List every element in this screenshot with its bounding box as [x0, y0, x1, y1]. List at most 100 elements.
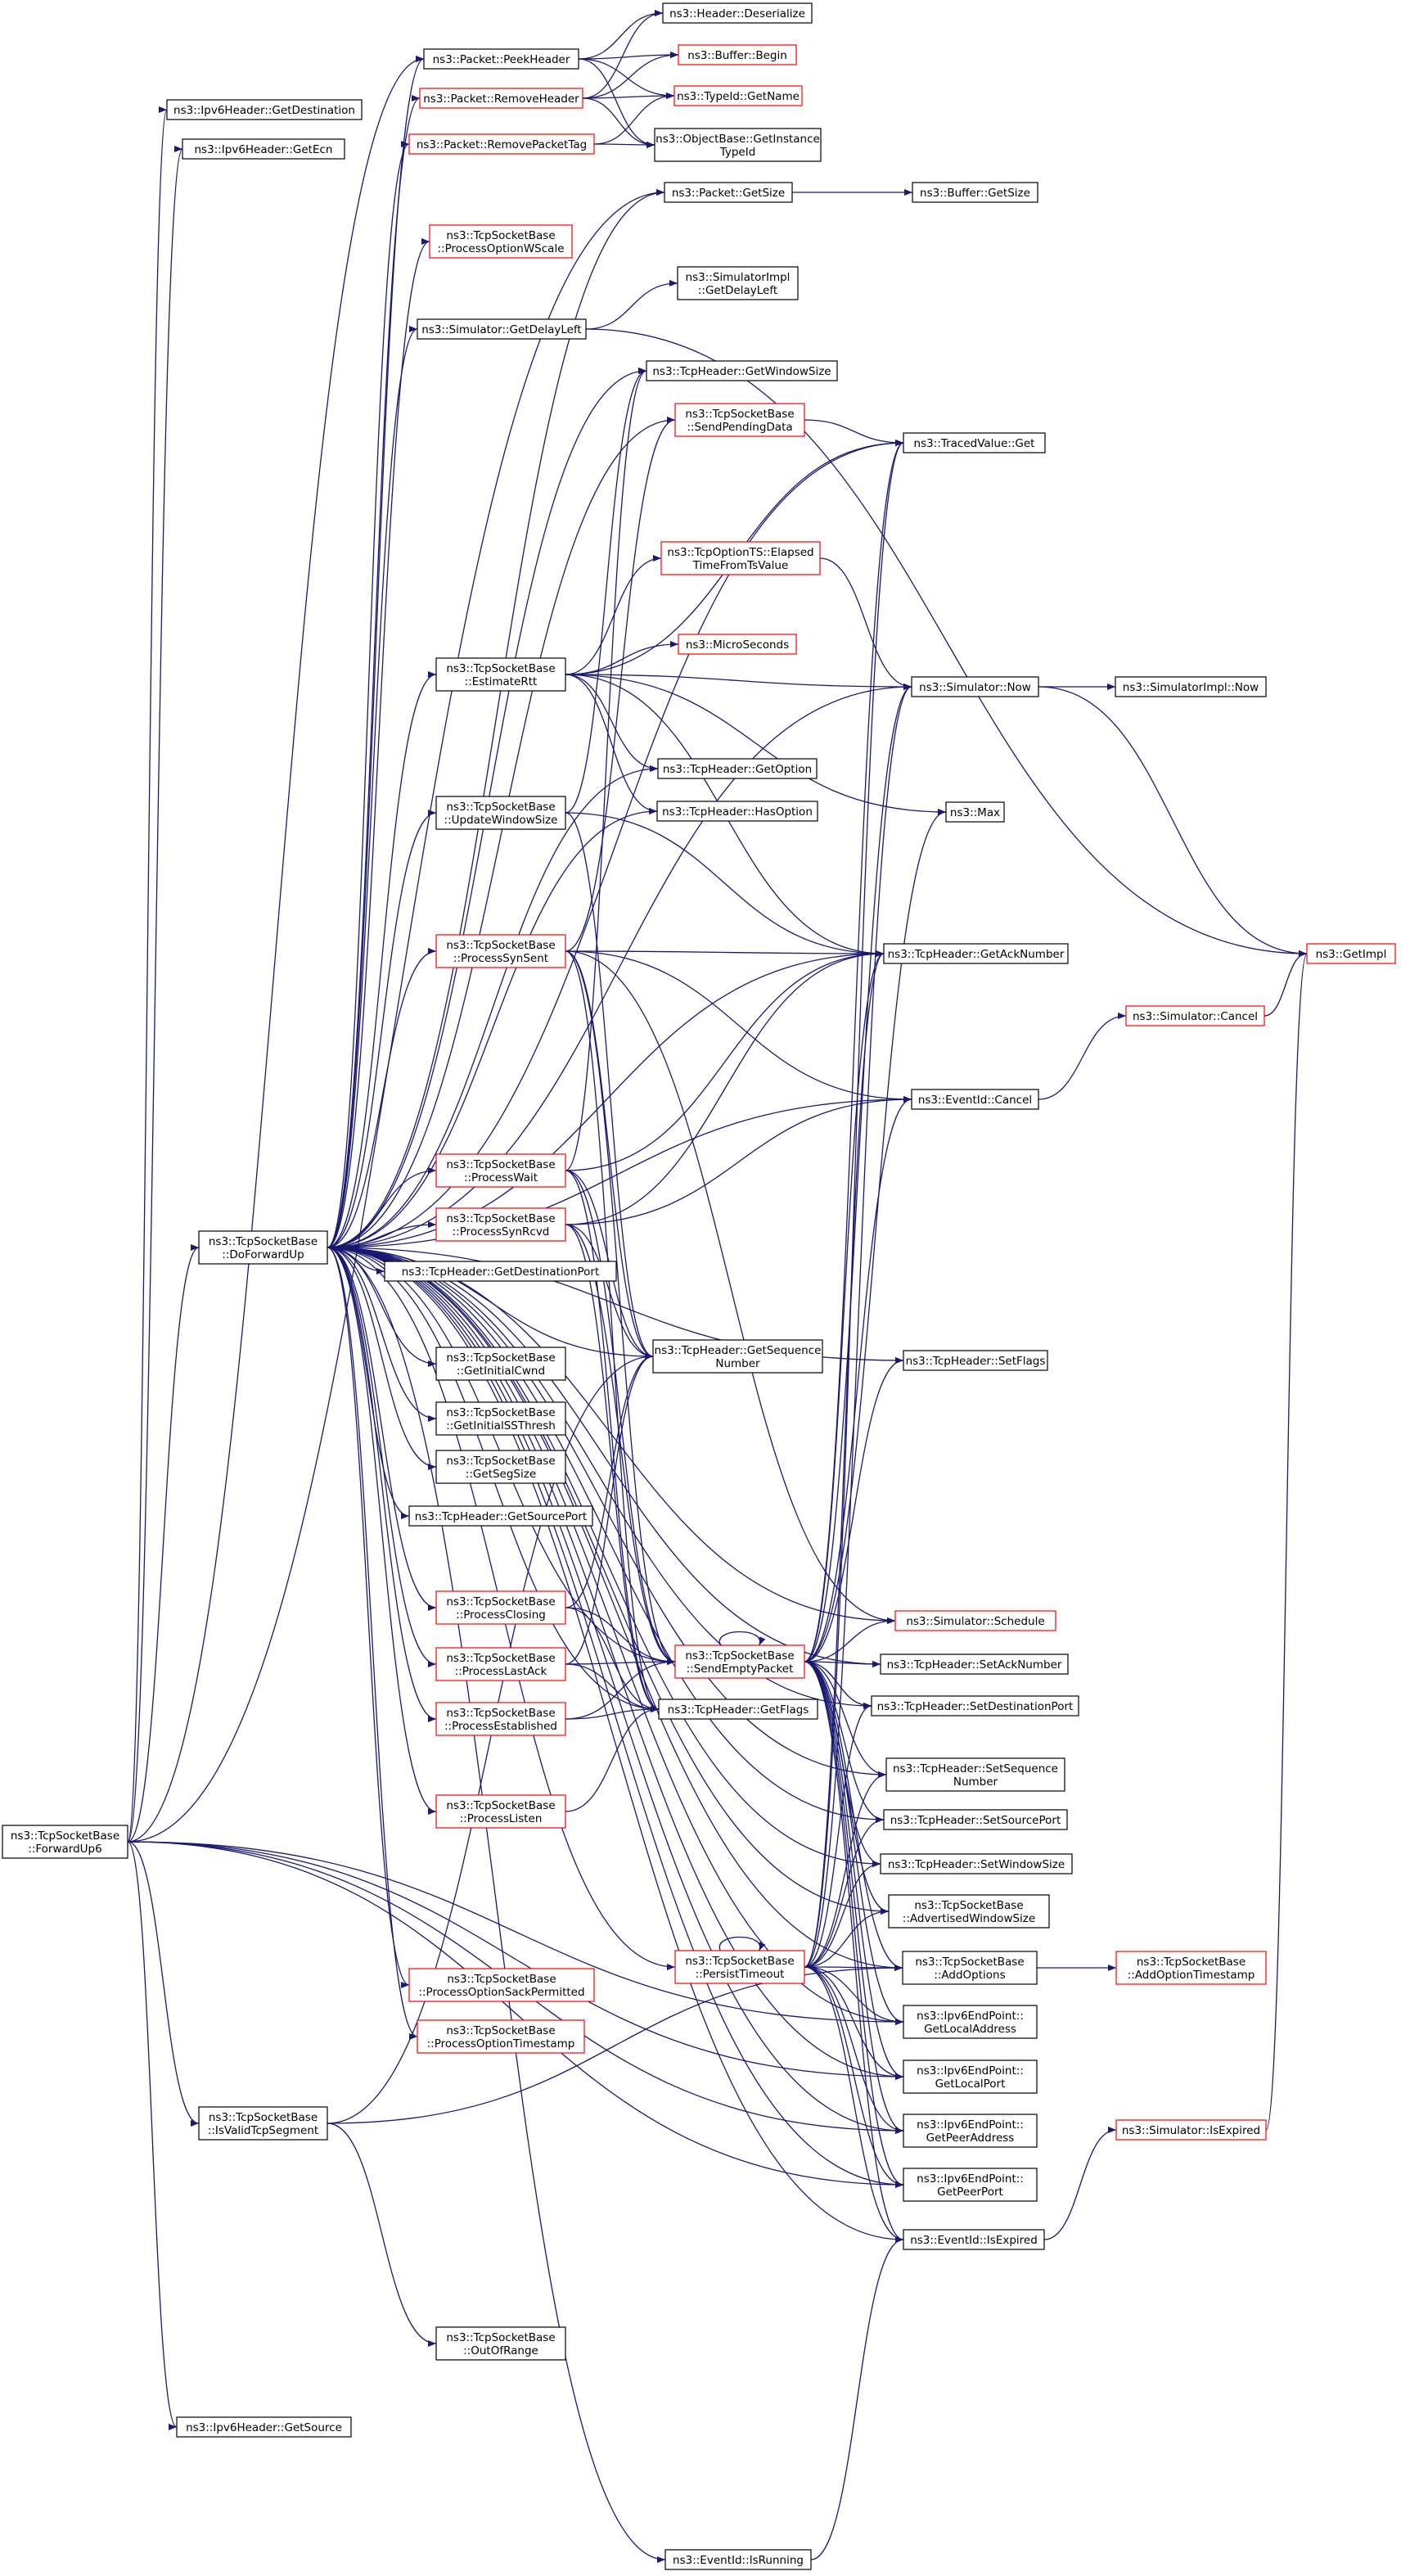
- node-hasoption[interactable]: ns3::TcpHeader::HasOption: [656, 801, 818, 822]
- call-edge-forwardup6-to-doforwardup: [127, 1244, 200, 1843]
- node-advertisedwindowsize[interactable]: ns3::TcpSocketBase::AdvertisedWindowSize: [888, 1894, 1050, 1929]
- node-getlocaladdress[interactable]: ns3::Ipv6EndPoint::GetLocalAddress: [903, 2005, 1038, 2039]
- call-edge-processsynrcvd-to-getacknumber: [565, 950, 885, 1225]
- node-processwait[interactable]: ns3::TcpSocketBase::ProcessWait: [435, 1153, 566, 1188]
- node-label-line: ns3::TypeId::GetName: [677, 90, 800, 103]
- node-estimatertt[interactable]: ns3::TcpSocketBase::EstimateRtt: [435, 657, 566, 692]
- call-edge-sendemptypacket-to-max: [804, 809, 947, 1662]
- node-label-line: ns3::TracedValue::Get: [914, 437, 1035, 450]
- node-box: [888, 1894, 1050, 1929]
- node-getsegsize[interactable]: ns3::TcpSocketBase::GetSegSize: [435, 1450, 566, 1484]
- node-processoptionwscale[interactable]: ns3::TcpSocketBase::ProcessOptionWScale: [429, 224, 573, 259]
- node-outofrange[interactable]: ns3::TcpSocketBase::OutOfRange: [435, 2326, 566, 2361]
- node-getimpl[interactable]: ns3::GetImpl: [1306, 943, 1396, 964]
- call-edge-doforwardup-to-removepackettag: [327, 141, 410, 1248]
- node-ipv6_getdestination[interactable]: ns3::Ipv6Header::GetDestination: [166, 99, 363, 120]
- node-simulator_getdelayleft[interactable]: ns3::Simulator::GetDelayLeft: [417, 318, 587, 340]
- node-box: [664, 2549, 812, 2570]
- node-setsourceport[interactable]: ns3::TcpHeader::SetSourcePort: [883, 1809, 1068, 1830]
- node-box: [435, 934, 566, 968]
- node-header_deserialize[interactable]: ns3::Header::Deserialize: [662, 2, 813, 24]
- node-simulator_cancel[interactable]: ns3::Simulator::Cancel: [1125, 1005, 1265, 1026]
- node-label-line: ::GetInitialCwnd: [457, 1365, 545, 1378]
- node-forwardup6[interactable]: ns3::TcpSocketBase::ForwardUp6: [2, 1825, 128, 1859]
- node-processlastack[interactable]: ns3::TcpSocketBase::ProcessLastAck: [435, 1647, 566, 1681]
- node-addoptions[interactable]: ns3::TcpSocketBase::AddOptions: [902, 1951, 1038, 1985]
- node-label-line: ns3::TcpSocketBase: [209, 2111, 318, 2124]
- node-setflags[interactable]: ns3::TcpHeader::SetFlags: [903, 1350, 1048, 1371]
- node-setacknumber[interactable]: ns3::TcpHeader::SetAckNumber: [880, 1653, 1069, 1675]
- node-packet_getsize[interactable]: ns3::Packet::GetSize: [664, 182, 793, 203]
- call-edge-persisttimeout-to-getlocalport: [804, 1966, 904, 2080]
- node-getoption[interactable]: ns3::TcpHeader::GetOption: [657, 758, 818, 779]
- node-buffer_getsize[interactable]: ns3::Buffer::GetSize: [912, 182, 1038, 203]
- node-processsynrcvd[interactable]: ns3::TcpSocketBase::ProcessSynRcvd: [435, 1207, 566, 1242]
- node-buffer_begin[interactable]: ns3::Buffer::Begin: [678, 44, 797, 65]
- node-persisttimeout[interactable]: ns3::TcpSocketBase::PersistTimeout: [674, 1950, 805, 1984]
- node-label-line: ns3::TcpHeader::GetDestinationPort: [402, 1265, 600, 1279]
- node-processoptiontimestamp[interactable]: ns3::TcpSocketBase::ProcessOptionTimesta…: [417, 2019, 585, 2054]
- node-eventid_cancel[interactable]: ns3::EventId::Cancel: [911, 1089, 1039, 1110]
- node-addoptiontimestamp[interactable]: ns3::TcpSocketBase::AddOptionTimestamp: [1115, 1951, 1267, 1985]
- call-edge-doforwardup-to-processsynrcvd: [327, 1221, 437, 1248]
- node-getsourceport[interactable]: ns3::TcpHeader::GetSourcePort: [408, 1505, 593, 1527]
- node-label-line: ns3::TcpSocketBase: [446, 1595, 555, 1608]
- node-setdestinationport[interactable]: ns3::TcpHeader::SetDestinationPort: [871, 1695, 1079, 1717]
- node-getinitialssthresh[interactable]: ns3::TcpSocketBase::GetInitialSSThresh: [435, 1401, 566, 1436]
- node-updatewindowsize[interactable]: ns3::TcpSocketBase::UpdateWindowSize: [435, 796, 566, 830]
- node-getflags[interactable]: ns3::TcpHeader::GetFlags: [658, 1699, 818, 1720]
- call-edge-doforwardup-to-simulator_schedule: [327, 1247, 896, 1624]
- call-edge-eventid_cancel-to-simulator_cancel: [1038, 1013, 1127, 1100]
- node-label-line: ns3::Packet::RemoveHeader: [423, 92, 579, 106]
- node-getpeeraddress[interactable]: ns3::Ipv6EndPoint::GetPeerAddress: [903, 2114, 1038, 2148]
- node-max[interactable]: ns3::Max: [945, 801, 1005, 823]
- node-box: [674, 1950, 805, 1984]
- node-simulator_schedule[interactable]: ns3::Simulator::Schedule: [894, 1610, 1056, 1631]
- node-ipv6_getsource[interactable]: ns3::Ipv6Header::GetSource: [176, 2416, 352, 2438]
- node-box: [1115, 676, 1267, 697]
- node-getwindowsize[interactable]: ns3::TcpHeader::GetWindowSize: [646, 360, 838, 381]
- node-microseconds[interactable]: ns3::MicroSeconds: [678, 634, 797, 655]
- node-label-line: ns3::Ipv6Header::GetEcn: [195, 143, 333, 156]
- node-eventid_isrunning[interactable]: ns3::EventId::IsRunning: [664, 2549, 812, 2570]
- node-box: [2, 1825, 128, 1859]
- node-label-line: ::AddOptionTimestamp: [1128, 1969, 1255, 1982]
- node-simulator_isexpired[interactable]: ns3::Simulator::IsExpired: [1115, 2119, 1267, 2141]
- node-label-line: ns3::TcpHeader::SetDestinationPort: [877, 1700, 1074, 1713]
- node-getdestinationport[interactable]: ns3::TcpHeader::GetDestinationPort: [384, 1261, 617, 1282]
- node-box: [435, 1207, 566, 1242]
- node-removepackettag[interactable]: ns3::Packet::RemovePacketTag: [408, 133, 595, 155]
- node-sendpendingdata[interactable]: ns3::TcpSocketBase::SendPendingData: [674, 403, 805, 437]
- node-simimpl_now[interactable]: ns3::SimulatorImpl::Now: [1115, 676, 1267, 697]
- node-getinitialcwnd[interactable]: ns3::TcpSocketBase::GetInitialCwnd: [435, 1347, 566, 1381]
- node-simulator_now[interactable]: ns3::Simulator::Now: [911, 676, 1039, 697]
- node-processlisten[interactable]: ns3::TcpSocketBase::ProcessListen: [435, 1794, 566, 1829]
- node-simimpl_getdelayleft[interactable]: ns3::SimulatorImpl::GetDelayLeft: [677, 266, 799, 300]
- node-peekheader[interactable]: ns3::Packet::PeekHeader: [423, 48, 579, 70]
- node-processestablished[interactable]: ns3::TcpSocketBase::ProcessEstablished: [435, 1702, 566, 1736]
- node-setwindowsize[interactable]: ns3::TcpHeader::SetWindowSize: [880, 1853, 1073, 1874]
- node-doforwardup[interactable]: ns3::TcpSocketBase::DoForwardUp: [198, 1230, 328, 1265]
- node-ipv6_getecn[interactable]: ns3::Ipv6Header::GetEcn: [182, 138, 345, 160]
- call-edge-forwardup6-to-getlocaladdress: [127, 1841, 904, 2025]
- node-box: [945, 801, 1005, 823]
- node-processoptionsackpermitted[interactable]: ns3::TcpSocketBase::ProcessOptionSackPer…: [408, 1968, 595, 2002]
- node-box: [883, 1809, 1068, 1830]
- node-getlocalport[interactable]: ns3::Ipv6EndPoint::GetLocalPort: [903, 2059, 1038, 2094]
- node-processsynsent[interactable]: ns3::TcpSocketBase::ProcessSynSent: [435, 934, 566, 968]
- node-isvalidtcpsegment[interactable]: ns3::TcpSocketBase::IsValidTcpSegment: [198, 2106, 328, 2141]
- node-sendemptypacket[interactable]: ns3::TcpSocketBase::SendEmptyPacket: [674, 1644, 805, 1679]
- node-tracedvalue_get[interactable]: ns3::TracedValue::Get: [903, 432, 1046, 453]
- node-removeheader[interactable]: ns3::Packet::RemoveHeader: [419, 88, 583, 109]
- node-getpeerport[interactable]: ns3::Ipv6EndPoint::GetPeerPort: [903, 2168, 1038, 2202]
- node-eventid_isexpired[interactable]: ns3::EventId::IsExpired: [903, 2229, 1045, 2250]
- call-edge-forwardup6-to-ipv6_getecn: [127, 146, 183, 1843]
- node-getacknumber[interactable]: ns3::TcpHeader::GetAckNumber: [883, 943, 1069, 964]
- node-processclosing[interactable]: ns3::TcpSocketBase::ProcessClosing: [435, 1590, 566, 1625]
- node-typeid_getname[interactable]: ns3::TypeId::GetName: [673, 85, 803, 106]
- node-label-line: ::IsValidTcpSegment: [208, 2124, 318, 2137]
